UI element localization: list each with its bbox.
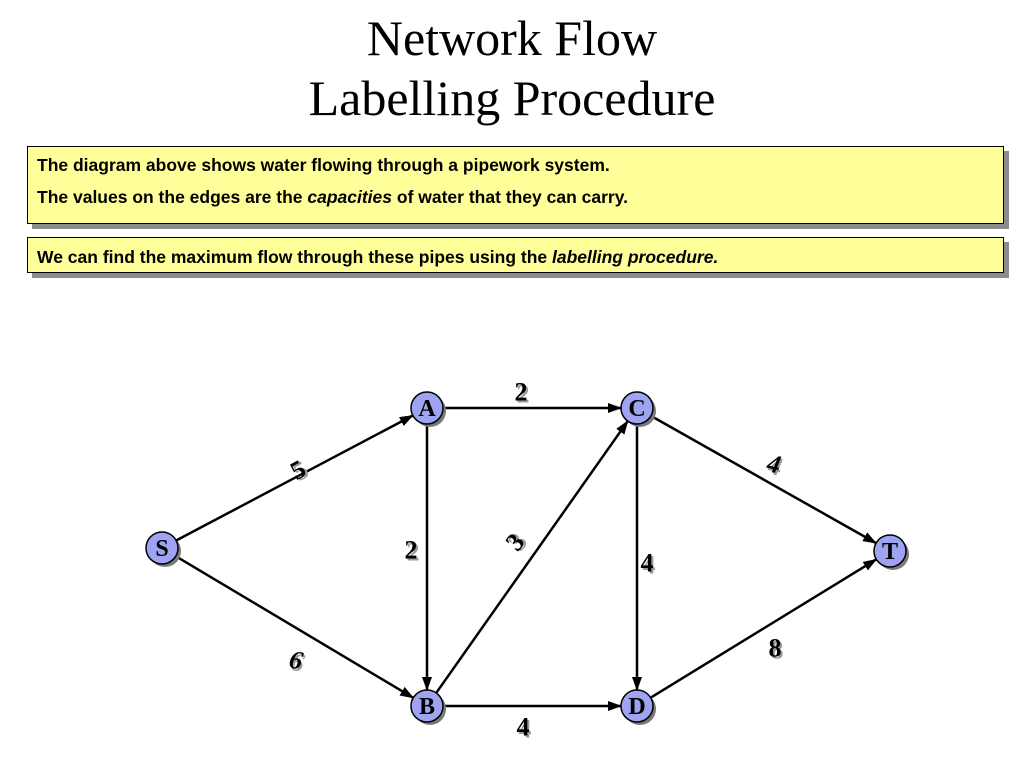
node-circle — [410, 391, 444, 425]
info-box: The diagram above shows water flowing th… — [27, 146, 1004, 224]
edge-capacity-value: 4 — [641, 549, 654, 578]
edge-capacity-label-a-b: 22 — [405, 536, 420, 567]
node-circle — [873, 534, 907, 568]
node-circle — [620, 391, 654, 425]
node-circle — [620, 689, 654, 723]
node-t: T — [873, 534, 909, 570]
edge-capacity-shadow: 4 — [643, 551, 656, 580]
node-label: D — [628, 694, 645, 720]
edge-s-a — [175, 414, 414, 542]
edge-capacity-label-a-c: 22 — [515, 378, 530, 409]
node-label: A — [418, 396, 436, 422]
node-label: S — [155, 536, 168, 562]
info-line-2-end: of water that they can carry. — [392, 187, 629, 207]
method-line-start: We can find the maximum flow through the… — [37, 247, 553, 267]
edge-capacity-value: 4 — [764, 448, 784, 479]
page-title: Network Flow Labelling Procedure — [0, 8, 1024, 128]
edge-capacity-shadow: 4 — [519, 715, 532, 744]
edge-s-b — [175, 555, 415, 699]
node-label: B — [419, 694, 435, 720]
title-line-1: Network Flow — [366, 10, 658, 66]
method-line: We can find the maximum flow through the… — [37, 246, 1003, 268]
edge-capacity-value: 6 — [287, 644, 306, 675]
edge-capacity-label-d-t: 88 — [769, 634, 784, 665]
node-label: T — [882, 539, 898, 565]
node-b: B — [410, 689, 446, 725]
edge-capacity-label-b-c: 33 — [500, 527, 533, 556]
edge-capacity-value: 2 — [405, 536, 418, 565]
node-s: S — [145, 531, 181, 567]
edge-capacity-label-c-t: 44 — [764, 448, 785, 482]
nodes-layer: S A B C D T — [145, 391, 909, 725]
node-circle — [410, 689, 444, 723]
edge-capacity-label-c-d: 44 — [641, 549, 656, 580]
edge-capacity-shadow: 2 — [517, 380, 530, 409]
edge-capacity-label-b-d: 44 — [517, 713, 532, 744]
node-c: C — [620, 391, 656, 427]
edge-capacity-shadow: 6 — [288, 647, 307, 678]
node-label: C — [628, 396, 645, 422]
edge-capacity-value: 2 — [515, 378, 528, 407]
edge-capacity-shadow: 8 — [771, 636, 784, 665]
node-circle — [145, 531, 179, 565]
edge-b-c — [435, 420, 629, 694]
info-line-2-emphasis: capacities — [307, 187, 393, 207]
edge-capacity-label-s-b: 66 — [287, 644, 307, 678]
info-line-1: The diagram above shows water flowing th… — [37, 155, 610, 175]
title-line-2: Labelling Procedure — [308, 70, 716, 126]
edge-d-t — [649, 558, 878, 699]
method-line-emphasis: labelling procedure. — [552, 247, 719, 267]
edge-capacity-value: 4 — [517, 713, 530, 742]
info-line-2-start: The values on the edges are the — [37, 187, 308, 207]
node-d: D — [620, 689, 656, 725]
edge-capacity-shadow: 4 — [765, 451, 785, 482]
edge-capacity-shadow: 2 — [407, 538, 420, 567]
edge-c-t — [650, 414, 877, 545]
method-box: We can find the maximum flow through the… — [27, 237, 1004, 273]
edge-capacity-value: 8 — [769, 634, 782, 663]
node-a: A — [410, 391, 446, 427]
info-line-2: The values on the edges are the capaciti… — [37, 186, 1003, 208]
